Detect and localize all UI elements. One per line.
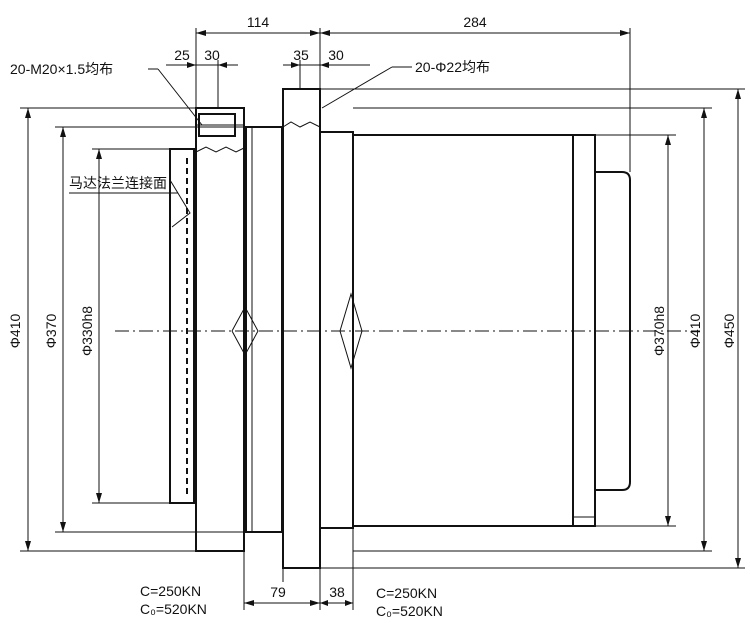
dimension-bolt-offsets: 25 30 — [166, 47, 238, 70]
svg-text:20-M20×1.5均布: 20-M20×1.5均布 — [10, 61, 113, 77]
motor-flange — [169, 148, 195, 504]
end-cover — [572, 134, 596, 527]
dim-30-right: 30 — [328, 47, 344, 63]
left-flange-break — [195, 146, 245, 153]
tapped-hole — [198, 113, 236, 137]
dim-left-mid: Φ370 — [43, 127, 66, 532]
dim-30-left: 30 — [204, 47, 220, 63]
dim-114: 114 — [247, 14, 270, 30]
right-flange — [282, 88, 321, 569]
rear-stub — [595, 171, 631, 491]
right-dynamic-load: C=250KN — [376, 585, 437, 601]
bearing-ring — [245, 126, 283, 533]
load-rating-left: C=250KN C₀=520KN — [140, 583, 207, 617]
load-rating-right: C=250KN C₀=520KN — [376, 585, 443, 619]
dim-right-outer: Φ450 — [721, 89, 741, 568]
dim-25: 25 — [174, 47, 190, 63]
svg-text:Φ410: Φ410 — [687, 314, 703, 349]
dimension-bottom-left: 79 — [244, 584, 320, 606]
flange-face-mark — [169, 179, 191, 228]
svg-text:Φ330h8: Φ330h8 — [79, 306, 95, 356]
dimension-top-right: 284 — [320, 14, 630, 36]
dim-38: 38 — [329, 584, 345, 600]
dim-79: 79 — [270, 584, 286, 600]
dimension-top-left: 114 — [196, 14, 320, 36]
left-static-load: C₀=520KN — [140, 601, 207, 617]
svg-text:Φ410: Φ410 — [7, 314, 23, 349]
right-flange-break — [282, 121, 321, 128]
right-static-load: C₀=520KN — [376, 603, 443, 619]
svg-text:Φ370h8: Φ370h8 — [651, 306, 667, 356]
left-flange — [195, 107, 245, 552]
dim-284: 284 — [463, 14, 487, 30]
dim-left-outer: Φ410 — [7, 108, 31, 551]
left-bearing-mark — [231, 305, 259, 357]
hub-ring — [319, 131, 354, 529]
callout-motor-flange: 马达法兰连接面 — [69, 175, 191, 228]
svg-text:20-Φ22均布: 20-Φ22均布 — [415, 59, 490, 75]
dim-left-inner: Φ330h8 — [79, 149, 102, 503]
callout-through-holes: 20-Φ22均布 — [321, 59, 490, 109]
dim-right-mid: Φ410 — [687, 108, 707, 551]
dimension-bottom-right: 38 — [320, 584, 353, 606]
dim-35: 35 — [293, 47, 309, 63]
dimension-hole-offsets: 35 30 — [283, 47, 370, 68]
callout-bolt-holes: 20-M20×1.5均布 — [10, 61, 203, 126]
right-bearing-mark — [339, 292, 363, 370]
dim-right-inner: Φ370h8 — [651, 135, 671, 526]
left-dynamic-load: C=250KN — [140, 583, 201, 599]
housing-outline — [169, 88, 631, 569]
extension-lines — [20, 28, 745, 610]
svg-text:Φ370: Φ370 — [43, 314, 59, 349]
svg-text:Φ450: Φ450 — [721, 314, 737, 349]
svg-text:马达法兰连接面: 马达法兰连接面 — [69, 175, 167, 191]
